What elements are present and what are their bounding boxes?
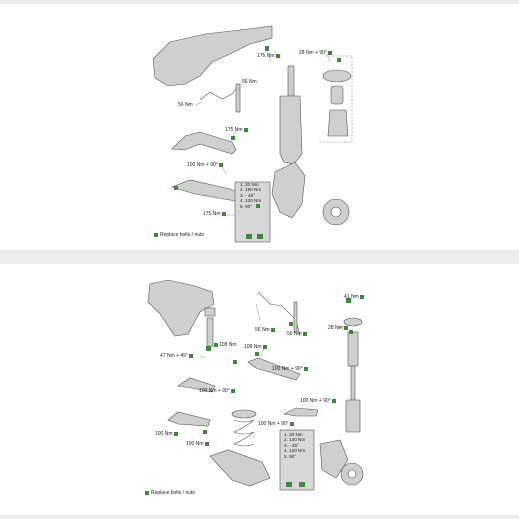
stabilizer-bar [235, 83, 241, 113]
replace-marker-icon [289, 421, 294, 426]
replace-marker-icon [262, 344, 267, 349]
rear-subframe [147, 279, 215, 337]
front-torque-label-2: 28 Nm + 90° [299, 50, 333, 56]
replace-marker-icon [218, 162, 223, 167]
replace-marker-icon [204, 441, 209, 446]
rear-torque-label-9: 100 Nm + 90° [199, 388, 236, 394]
bump-stop [330, 85, 344, 105]
sequence-step: 4. 120 Nm [240, 198, 262, 204]
rear-torque-label-10: 100 Nm + 90° [300, 398, 337, 404]
rear-torque-label-3: 56 Nm [255, 327, 276, 333]
rear-axle-panel: 41 Nm 28 Nm 56 Nm 56 Nm 108 Nm 47 Nm + 4… [0, 264, 519, 515]
replace-marker-icon [331, 398, 336, 403]
front-bolt-plate [234, 181, 271, 243]
toe-link [283, 407, 319, 417]
front-axle-panel: 175 Nm 28 Nm + 90° 56 Nm 56 Nm 175 Nm 10… [0, 4, 519, 250]
rear-torque-label-5: 108 Nm [213, 342, 237, 348]
strut-body [279, 95, 303, 165]
rear-torque-label-6: 47 Nm + 45° [160, 353, 194, 359]
rear-bolt-plate [279, 429, 315, 491]
rear-axle-drawing [147, 279, 364, 491]
replace-marker-icon [328, 50, 332, 55]
rear-torque-label-12: 100 Nm [186, 441, 210, 447]
replace-marker-icon [189, 353, 193, 358]
replace-marker-icon [343, 325, 348, 330]
rear-torque-label-8: 100 Nm + 90° [272, 366, 309, 372]
sequence-step: 2. 140 Nm [284, 437, 306, 443]
sequence-step: 3. - 45° [240, 192, 255, 198]
sequence-step: 4. 120 Nm [284, 448, 306, 454]
replace-marker-icon [145, 490, 149, 495]
shock-rod [350, 365, 356, 401]
sequence-step: 3. - 45° [284, 442, 299, 448]
sequence-step: 5. 90° [240, 203, 253, 209]
stabilizer-link [199, 85, 239, 101]
replace-marker-icon [154, 232, 158, 237]
rear-torque-label-2: 28 Nm [328, 325, 349, 331]
shock-body [345, 399, 361, 433]
replace-marker-icon [275, 53, 280, 58]
rear-legend: Replace bolts / nuts [144, 490, 195, 496]
upper-control-arm [171, 131, 237, 155]
rear-torque-label-4: 56 Nm [287, 331, 308, 337]
rear-stabilizer-bar [257, 291, 301, 337]
replace-marker-icon [270, 327, 275, 332]
top-mount [322, 69, 352, 83]
front-subframe [152, 25, 273, 87]
front-torque-label-5: 175 Nm [225, 127, 249, 133]
trailing-arm [247, 357, 301, 381]
replace-marker-icon [243, 127, 248, 132]
front-torque-label-1: 175 Nm [257, 53, 281, 59]
rear-torque-label-7: 108 Nm [244, 344, 268, 350]
steering-knuckle [271, 161, 306, 219]
sequence-step: 1. 20 Nm [240, 182, 259, 187]
replace-marker-icon [230, 388, 235, 393]
sequence-step: 5. 90° [284, 453, 297, 459]
replace-marker-icon [173, 431, 178, 436]
camber-arm [167, 411, 211, 427]
rear-tightening-sequence: 1. 20 Nm 2. 140 Nm 3. - 45° 4. 120 Nm 5.… [284, 432, 305, 459]
front-torque-label-4: 56 Nm [178, 102, 193, 108]
replace-marker-icon [303, 366, 308, 371]
coil-spring [233, 419, 255, 447]
replace-marker-icon [302, 331, 307, 336]
spring-pad [204, 307, 216, 317]
upper-control-arm-rear [177, 377, 216, 393]
shock-top-mount [343, 317, 363, 327]
strut-rod [287, 65, 295, 97]
rear-torque-label-1: 41 Nm [344, 294, 365, 300]
sequence-step: 1. 20 Nm [284, 432, 303, 437]
strut-dashed-outline [318, 55, 353, 143]
spring-top-seat [231, 409, 257, 419]
dust-boot [327, 109, 349, 137]
rear-torque-label-13: 100 Nm + 90° [258, 421, 295, 427]
replace-marker-icon [359, 294, 364, 299]
rear-hub-center [347, 469, 357, 479]
front-tightening-sequence: 1. 20 Nm 2. 190 Nm 3. - 45° 4. 120 Nm 5.… [240, 182, 261, 209]
sequence-step: 2. 190 Nm [240, 187, 262, 193]
front-torque-label-7: 175 Nm [203, 211, 227, 217]
front-torque-label-6: 100 Nm + 90° [187, 162, 224, 168]
lower-arm-rear [209, 449, 271, 487]
hub-center [330, 206, 342, 218]
replace-marker-icon [221, 211, 226, 216]
rear-torque-label-11: 100 Nm [155, 431, 179, 437]
rear-stabilizer-link [293, 301, 298, 333]
front-axle-drawing [152, 25, 353, 243]
front-legend: Replace bolts / nuts [153, 232, 204, 238]
front-torque-label-3: 56 Nm [242, 79, 257, 85]
shock-boot [347, 331, 359, 367]
replace-marker-icon [214, 342, 218, 347]
